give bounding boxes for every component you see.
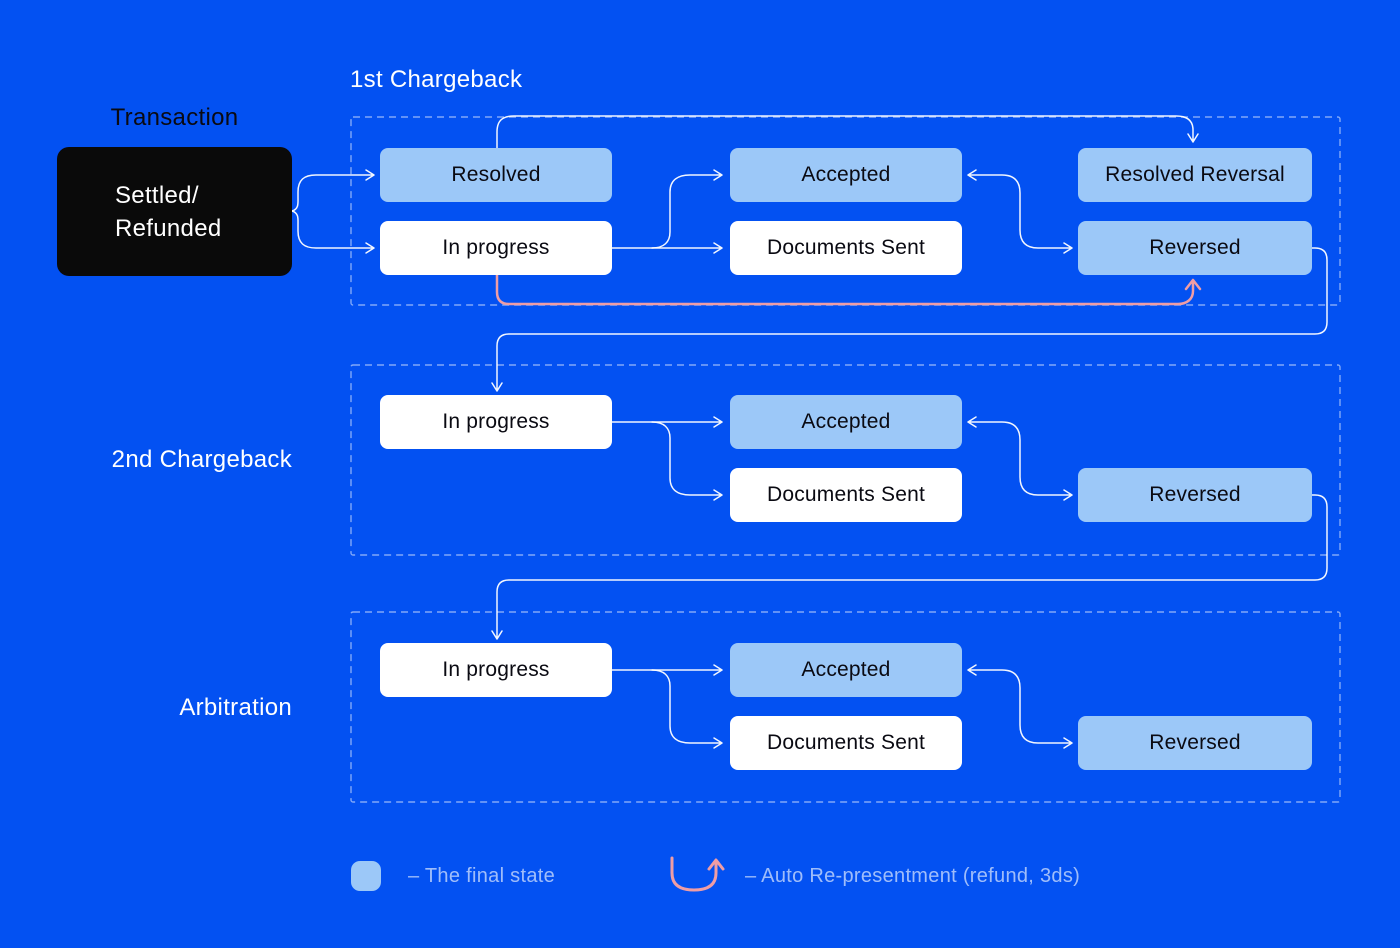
arrow-accepted-reversed-link-3 [967,664,1073,749]
settled-refunded-line1: Settled/ [115,181,199,209]
node-resolved-1: Resolved [380,148,612,202]
settled-refunded-line2: Refunded [115,214,222,242]
arrow-transaction-to-resolved [291,169,375,212]
node-reversed-3: Reversed [1078,716,1312,770]
arrow-accepted-reversed-link-1 [967,169,1073,254]
arrow-accepted-reversed-link-2 [967,416,1073,501]
auto-representment-arrow-icon [670,856,725,892]
arrow-in-progress-to-accepted-2 [611,416,723,428]
final-state-swatch-icon [351,861,381,891]
node-in-progress-3: In progress [380,643,612,697]
arrow-in-progress-to-documents-sent-3 [651,669,723,749]
arrow-in-progress-to-accepted-3 [611,664,723,676]
legend-final-state-label: – The final state [408,865,556,887]
node-accepted-2: Accepted [730,395,962,449]
node-accepted-1: Accepted [730,148,962,202]
node-accepted-3: Accepted [730,643,962,697]
node-settled-refunded: Settled/ Refunded [57,147,292,276]
node-resolved-reversal: Resolved Reversal [1078,148,1312,202]
first-chargeback-section-border [350,116,1341,306]
second-chargeback-heading: 2nd Chargeback [111,446,292,473]
transaction-heading: Transaction [110,104,239,131]
node-documents-sent-3: Documents Sent [730,716,962,770]
node-reversed-2: Reversed [1078,468,1312,522]
arrow-in-progress-to-documents-sent-1 [611,242,723,254]
node-documents-sent-1: Documents Sent [730,221,962,275]
arrow-auto-representment-pink [495,273,1202,306]
arrow-transaction-to-in-progress [291,210,375,254]
node-documents-sent-2: Documents Sent [730,468,962,522]
arrow-in-progress-to-accepted-1 [651,169,723,249]
arrow-resolved-to-resolved-reversal [496,115,1199,149]
arrow-in-progress-to-documents-sent-2 [651,421,723,501]
second-chargeback-section-border [350,364,1341,556]
node-reversed-1: Reversed [1078,221,1312,275]
arbitration-heading: Arbitration [179,694,292,721]
first-chargeback-heading: 1st Chargeback [350,66,523,93]
legend-auto-representment-label: – Auto Re-presentment (refund, 3ds) [745,865,1081,887]
arbitration-section-border [350,611,1341,803]
node-in-progress-1: In progress [380,221,612,275]
node-in-progress-2: In progress [380,395,612,449]
